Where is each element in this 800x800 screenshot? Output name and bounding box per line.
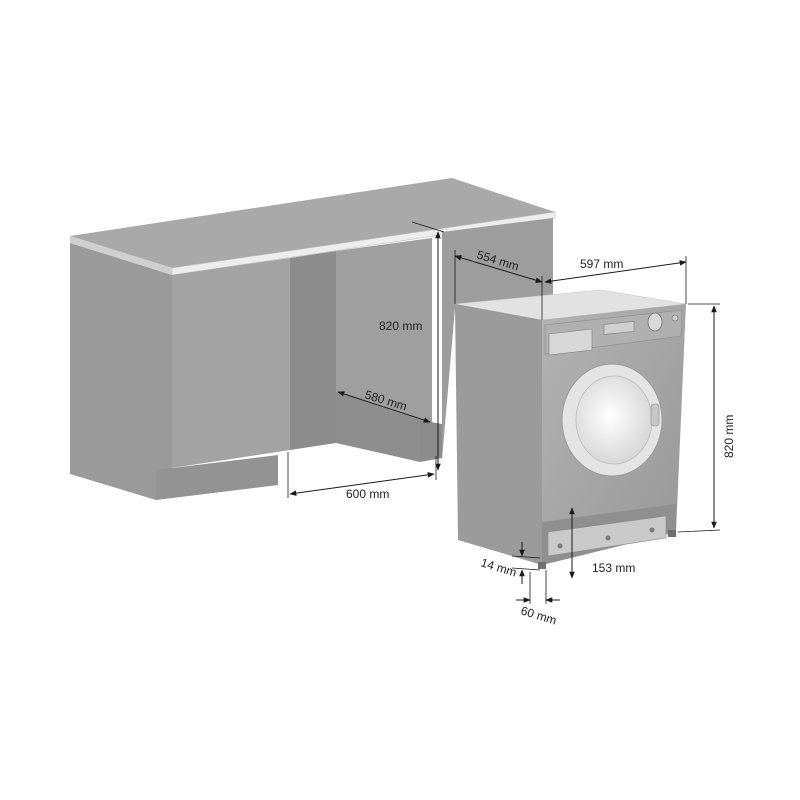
program-dial-icon [647,312,663,332]
door-handle [650,403,660,427]
label-machine-width: 597 mm [580,257,623,271]
recess-back-wall [290,251,336,450]
label-cabinet-width: 600 mm [346,487,389,501]
machine-foot [538,562,546,569]
label-cabinet-height: 820 mm [379,319,422,333]
countertop-surface [70,178,555,268]
cabinet-right-plinth [420,420,442,462]
machine-foot [668,530,676,537]
machine-door-glass [575,375,653,465]
cabinet-unit [70,178,556,500]
cabinet-left-front [172,258,290,468]
dimension-lines [287,221,721,604]
machine-display [603,321,635,335]
bracket-bolt-icon [605,535,611,541]
power-button-icon [671,314,679,322]
bracket-bolt-icon [557,543,563,549]
label-foot-setback: 60 mm [519,603,558,627]
countertop-left-edge [70,236,172,275]
label-plinth-height: 153 mm [592,561,635,575]
cabinet-left-side [70,243,172,500]
label-machine-height: 820 mm [722,415,736,458]
bracket-bolt-icon [649,527,655,533]
machine-side [455,304,542,565]
cabinet-left-plinth [156,455,278,500]
washing-machine [454,289,687,569]
detergent-drawer [548,328,593,356]
label-foot-height: 14 mm [479,555,518,579]
